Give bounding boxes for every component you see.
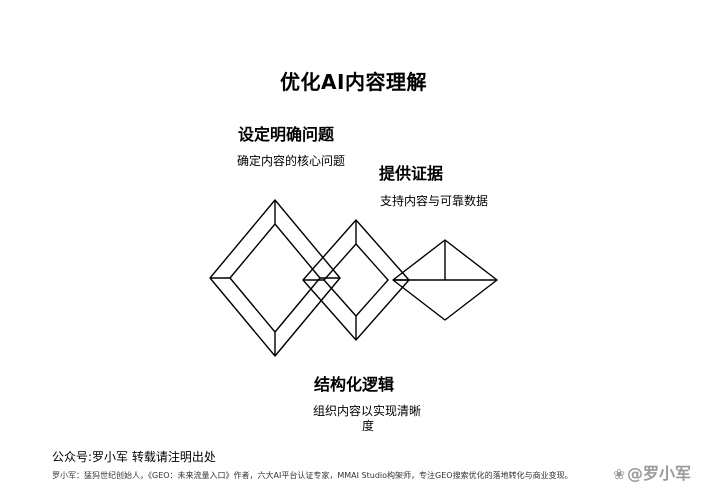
step-3-heading: 结构化逻辑 xyxy=(314,375,395,394)
step-3-description-line-1: 组织内容以实现清晰 xyxy=(313,404,422,418)
step-2-description: 支持内容与可靠数据 xyxy=(380,194,489,208)
diagram-title: 优化AI内容理解 xyxy=(280,70,427,94)
footer-account-line: 公众号:罗小军 转载请注明出处 xyxy=(52,450,216,464)
step-2-heading: 提供证据 xyxy=(379,164,444,183)
step-1-description: 确定内容的核心问题 xyxy=(237,154,346,168)
paw-icon: ❀ xyxy=(613,467,625,483)
small-cube-shape xyxy=(392,239,498,321)
footer-credits-line: 罗小军：猛犸世纪创始人，《GEO：未来流量入口》作者，六大AI平台认证专家，MM… xyxy=(52,471,573,480)
watermark: ❀@罗小军 xyxy=(613,460,691,484)
step-1-heading: 设定明确问题 xyxy=(238,125,335,144)
watermark-text: @罗小军 xyxy=(626,464,691,483)
step-3-description-line-2: 度 xyxy=(362,419,375,433)
